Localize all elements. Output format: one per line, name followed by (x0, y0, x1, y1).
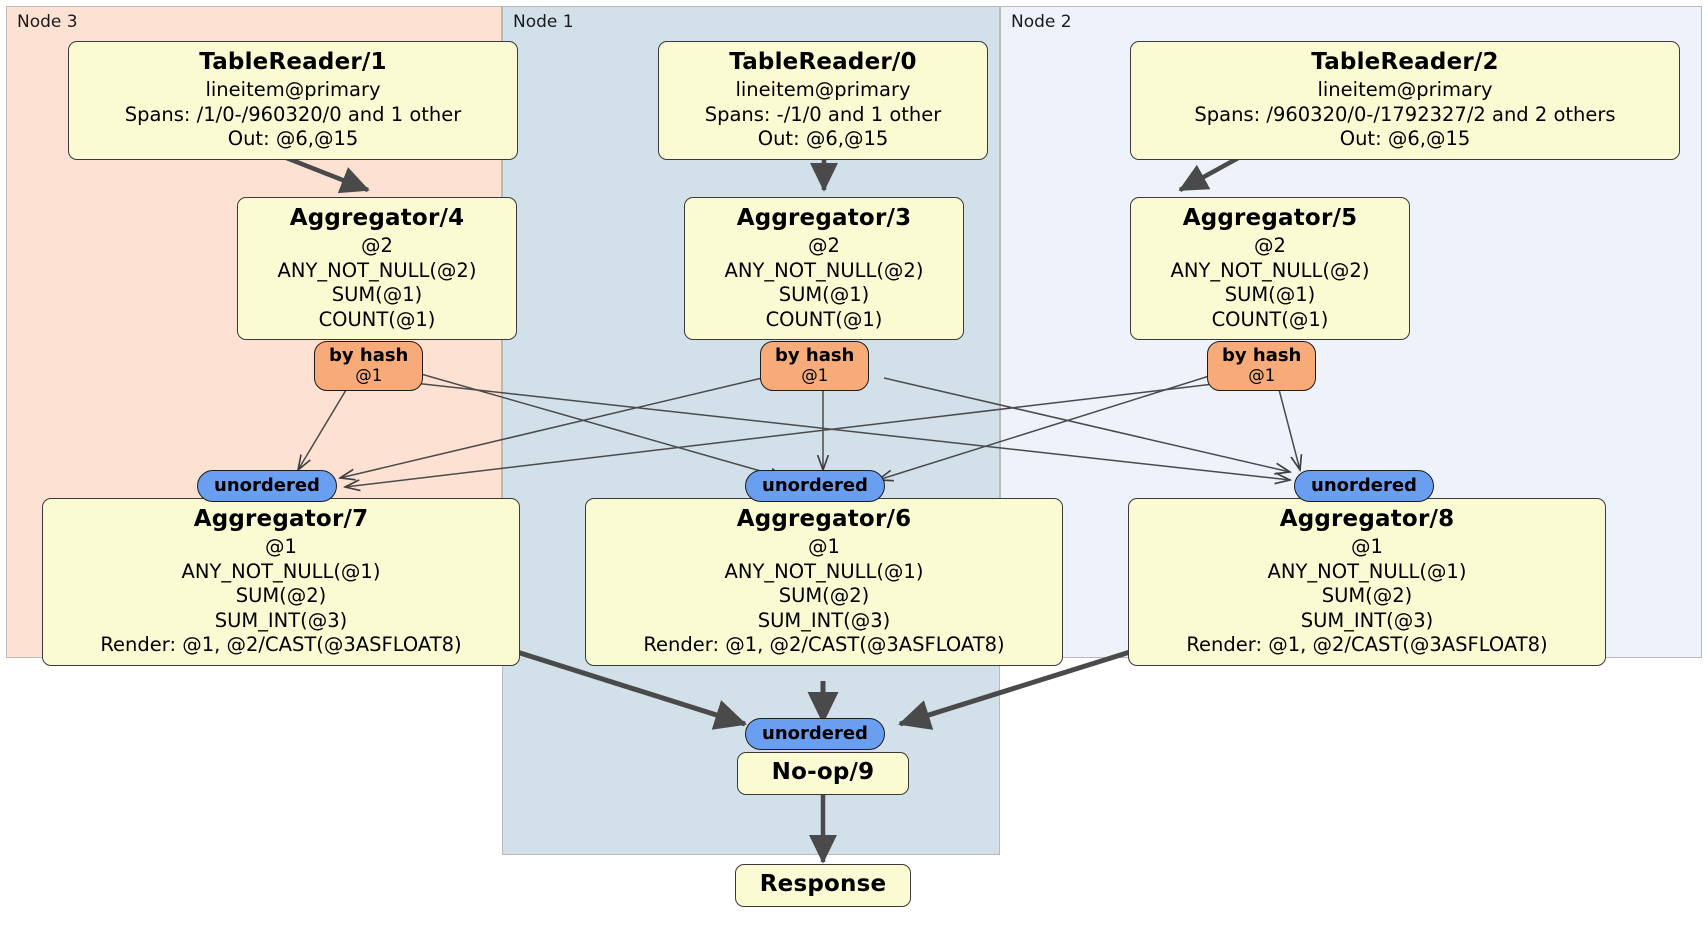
processor-aggregator-7[interactable]: Aggregator/7 @1 ANY_NOT_NULL(@1) SUM(@2)… (42, 498, 520, 666)
processor-title: TableReader/0 (729, 49, 917, 75)
edge-hash-right-to-unordered-left (345, 382, 1223, 487)
processor-line: SUM(@1) (331, 283, 423, 307)
processor-table-reader-0[interactable]: TableReader/0 lineitem@primary Spans: -/… (658, 41, 988, 160)
router-badge-label: by hash (1222, 345, 1302, 366)
processor-title: Response (759, 871, 887, 897)
processor-line: SUM_INT(@3) (757, 608, 891, 632)
processor-line: lineitem@primary (1317, 77, 1493, 101)
processor-line: Render: @1, @2/CAST(@3ASFLOAT8) (100, 633, 462, 657)
processor-title: TableReader/2 (1311, 49, 1499, 75)
processor-line: Render: @1, @2/CAST(@3ASFLOAT8) (1186, 633, 1548, 657)
edge-tablereader1-to-aggregator4 (283, 154, 370, 194)
processor-line: Out: @6,@15 (1339, 127, 1471, 151)
processor-aggregator-4[interactable]: Aggregator/4 @2 ANY_NOT_NULL(@2) SUM(@1)… (237, 197, 517, 341)
processor-line: ANY_NOT_NULL(@1) (1267, 559, 1467, 583)
processor-line: ANY_NOT_NULL(@2) (724, 258, 924, 282)
processor-line: ANY_NOT_NULL(@2) (277, 258, 477, 282)
processor-line: ANY_NOT_NULL(@1) (724, 559, 924, 583)
cluster-label-node-2: Node 2 (1011, 12, 1072, 32)
processor-line: COUNT(@1) (1211, 307, 1329, 331)
synchronizer-badge-unordered-left[interactable]: unordered (197, 470, 337, 503)
processor-aggregator-5[interactable]: Aggregator/5 @2 ANY_NOT_NULL(@2) SUM(@1)… (1130, 197, 1410, 341)
router-badge-column: @1 (355, 366, 383, 386)
processor-line: SUM_INT(@3) (214, 608, 348, 632)
edge-hash-left-to-unordered-right (413, 382, 1290, 480)
edge-hash-right-to-unordered-center (878, 371, 1223, 480)
edge-aggregator7-to-unordered-final (516, 649, 747, 730)
processor-line: Spans: /1/0-/960320/0 and 1 other (124, 102, 462, 126)
processor-line: Render: @1, @2/CAST(@3ASFLOAT8) (643, 633, 1005, 657)
edge-hash-center-to-unordered-right (883, 377, 1290, 472)
processor-line: lineitem@primary (735, 77, 911, 101)
processor-line: SUM(@2) (778, 584, 870, 608)
processor-line: SUM(@2) (1321, 584, 1413, 608)
processor-line: SUM(@1) (1224, 283, 1316, 307)
synchronizer-badge-label: unordered (214, 475, 320, 496)
processor-line: ANY_NOT_NULL(@1) (181, 559, 381, 583)
router-badge-column: @1 (801, 366, 829, 386)
processor-line: @2 (1254, 233, 1286, 257)
processor-line: Out: @6,@15 (227, 127, 359, 151)
edge-hash-right-to-unordered-right (1275, 377, 1300, 470)
processor-line: ANY_NOT_NULL(@2) (1170, 258, 1370, 282)
edge-hash-left-to-unordered-center (413, 371, 785, 478)
processor-title: Aggregator/6 (736, 506, 912, 532)
processor-aggregator-6[interactable]: Aggregator/6 @1 ANY_NOT_NULL(@1) SUM(@2)… (585, 498, 1063, 666)
processor-line: lineitem@primary (205, 77, 381, 101)
processor-line: SUM_INT(@3) (1300, 608, 1434, 632)
edge-hash-center-to-unordered-left (340, 377, 763, 478)
processor-line: Out: @6,@15 (757, 127, 889, 151)
processor-title: No-op/9 (771, 759, 875, 785)
processor-line: @2 (361, 233, 393, 257)
synchronizer-badge-unordered-right[interactable]: unordered (1294, 470, 1434, 503)
synchronizer-badge-unordered-final[interactable]: unordered (745, 718, 885, 751)
processor-no-op-9[interactable]: No-op/9 (737, 752, 909, 795)
edge-hash-left-to-unordered-left (298, 374, 356, 470)
router-badge-column: @1 (1248, 366, 1276, 386)
processor-title: Aggregator/4 (289, 205, 465, 231)
processor-line: @1 (1351, 534, 1383, 558)
router-badge-by-hash-right[interactable]: by hash @1 (1207, 341, 1317, 391)
processor-line: COUNT(@1) (318, 307, 436, 331)
processor-line: SUM(@1) (778, 283, 870, 307)
processor-line: @1 (265, 534, 297, 558)
processor-line: @2 (808, 233, 840, 257)
processor-line: Spans: /960320/0-/1792327/2 and 2 others (1194, 102, 1616, 126)
synchronizer-badge-label: unordered (762, 723, 868, 744)
cluster-label-node-1: Node 1 (513, 12, 574, 32)
router-badge-by-hash-center[interactable]: by hash @1 (760, 341, 870, 391)
processor-title: Aggregator/8 (1279, 506, 1455, 532)
processor-response[interactable]: Response (735, 864, 911, 907)
processor-line: @1 (808, 534, 840, 558)
processor-line: SUM(@2) (235, 584, 327, 608)
processor-title: TableReader/1 (199, 49, 387, 75)
processor-line: COUNT(@1) (765, 307, 883, 331)
synchronizer-badge-label: unordered (1311, 475, 1417, 496)
router-badge-label: by hash (775, 345, 855, 366)
processor-title: Aggregator/7 (193, 506, 369, 532)
synchronizer-badge-unordered-center[interactable]: unordered (745, 470, 885, 503)
edge-tablereader2-to-aggregator5 (1178, 155, 1242, 192)
cluster-label-node-3: Node 3 (17, 12, 78, 32)
processor-line: Spans: -/1/0 and 1 other (704, 102, 942, 126)
router-badge-by-hash-left[interactable]: by hash @1 (314, 341, 424, 391)
processor-aggregator-3[interactable]: Aggregator/3 @2 ANY_NOT_NULL(@2) SUM(@1)… (684, 197, 964, 341)
router-badge-label: by hash (329, 345, 409, 366)
processor-title: Aggregator/5 (1182, 205, 1358, 231)
processor-title: Aggregator/3 (736, 205, 912, 231)
edge-aggregator8-to-unordered-final (898, 649, 1131, 730)
processor-table-reader-2[interactable]: TableReader/2 lineitem@primary Spans: /9… (1130, 41, 1680, 160)
synchronizer-badge-label: unordered (762, 475, 868, 496)
processor-table-reader-1[interactable]: TableReader/1 lineitem@primary Spans: /1… (68, 41, 518, 160)
processor-aggregator-8[interactable]: Aggregator/8 @1 ANY_NOT_NULL(@1) SUM(@2)… (1128, 498, 1606, 666)
